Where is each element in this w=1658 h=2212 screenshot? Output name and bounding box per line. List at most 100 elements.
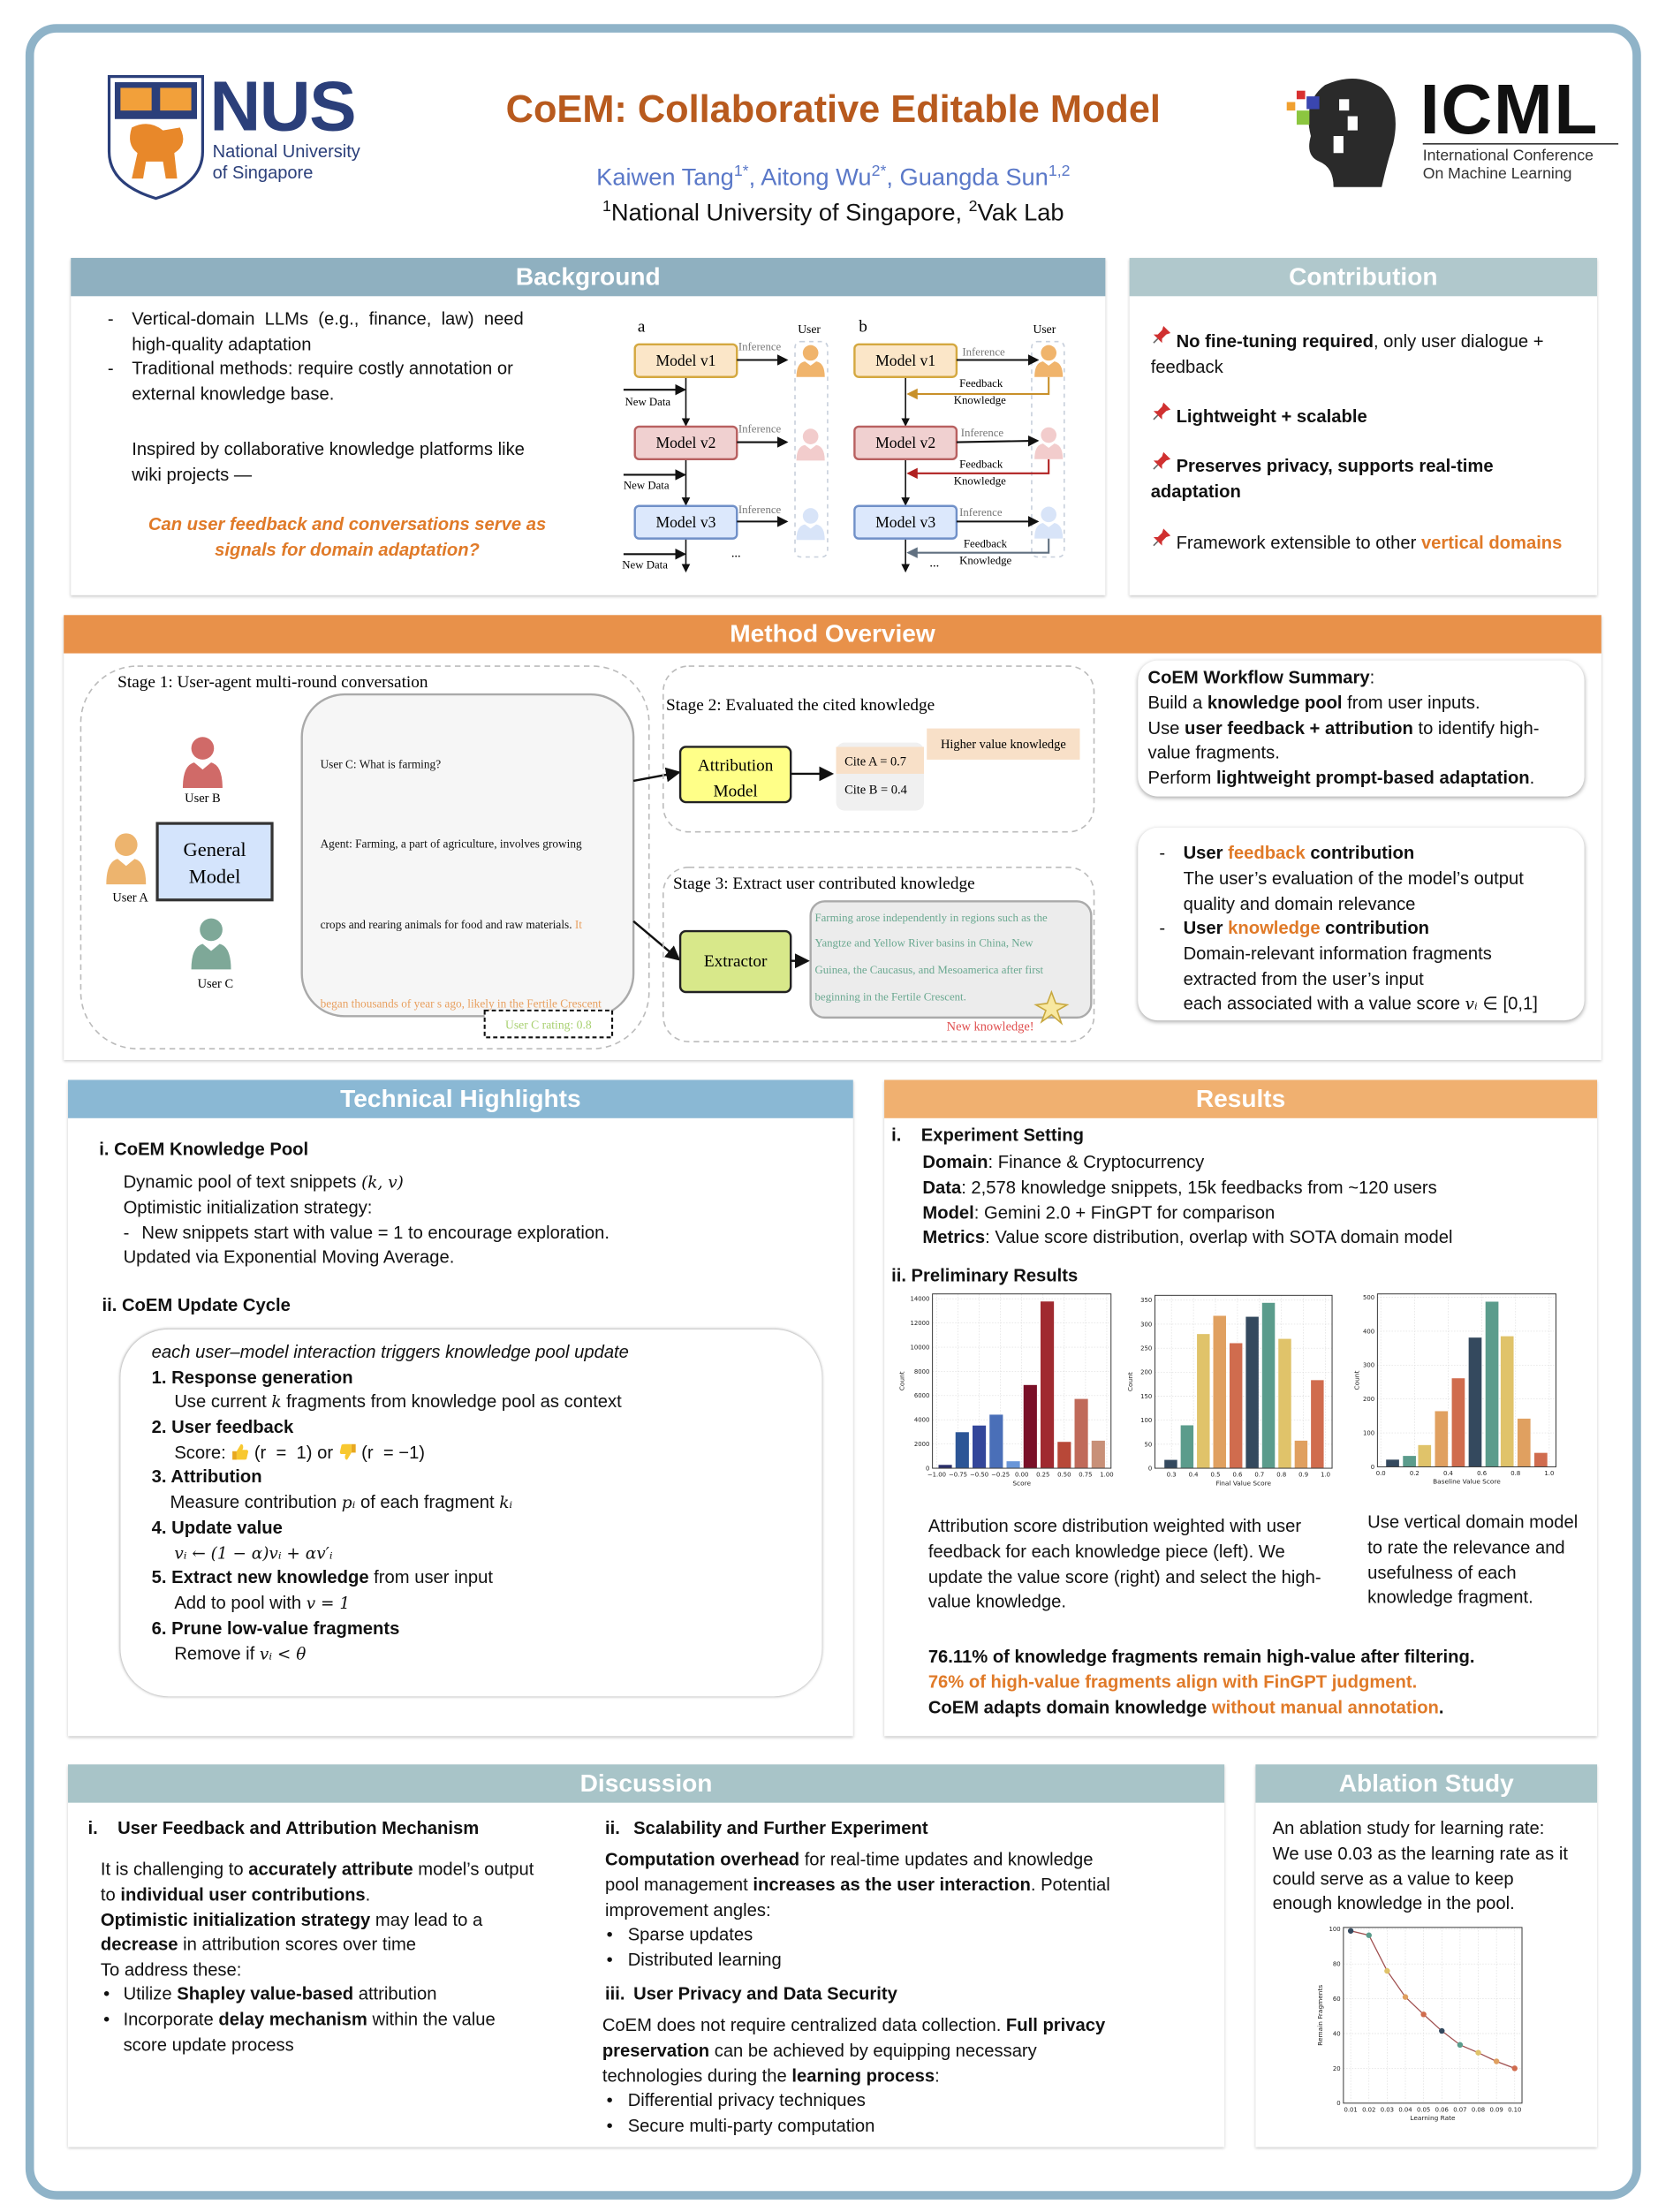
ablation-header: Ablation Study <box>1255 1764 1598 1803</box>
bullet-dot: • <box>606 1924 613 1945</box>
histogram-bar <box>1277 1337 1292 1469</box>
histogram-bar <box>988 1413 1004 1469</box>
pool-heading: i. CoEM Knowledge Pool <box>99 1139 309 1160</box>
star-icon <box>1033 989 1070 1026</box>
text-segment: User <box>1183 843 1229 864</box>
x-tick-label: 1.0 <box>1321 1472 1330 1479</box>
text-segment: (k, v) <box>361 1171 404 1193</box>
histogram-bar <box>1040 1300 1055 1469</box>
text-segment: Score: <box>174 1443 231 1463</box>
nus-logo-line2: of Singapore <box>212 163 314 183</box>
text-segment: delay mechanism <box>218 2009 367 2030</box>
extracted-knowledge-box <box>809 900 1093 1019</box>
knowledge-contribution: User knowledge contribution Domain-relev… <box>1184 917 1538 1018</box>
y-tick-label: 4000 <box>914 1417 930 1424</box>
y-tick-label: 200 <box>1363 1396 1374 1403</box>
chat-line: began thousands of year s ago, likely in… <box>321 992 602 1019</box>
plot-frame <box>1155 1294 1333 1469</box>
icml-logo-line2: On Machine Learning <box>1422 165 1572 183</box>
histogram-bar <box>1385 1458 1400 1467</box>
histogram-bar <box>1402 1455 1417 1467</box>
y-tick-label: 50 <box>1145 1441 1153 1448</box>
histogram-bar <box>1179 1424 1194 1469</box>
x-tick-label: 0.9 <box>1298 1472 1308 1479</box>
text-segment: 1,2 <box>1048 163 1071 180</box>
chat-line: User C: What is farming? <box>321 752 602 778</box>
histogram-bar <box>1434 1410 1449 1467</box>
model-v2-box: Model v2 <box>853 425 958 460</box>
text-segment: , Aitong Wu <box>748 163 872 192</box>
inference-label: Inference <box>962 346 1005 359</box>
background-dash-1: - <box>107 308 114 330</box>
text-segment: for real-time updates and knowledge pool… <box>605 1849 1094 1895</box>
contrib-dash: - <box>1159 843 1166 864</box>
text-segment: model’s output to <box>100 1859 534 1905</box>
rating-box <box>483 1009 614 1039</box>
histogram-bar <box>1073 1398 1089 1469</box>
text-segment: in attribution scores over time To addre… <box>100 1935 417 1981</box>
user-icon <box>1034 506 1064 539</box>
attribution-model-label: Model <box>713 783 757 801</box>
x-tick-label: 0.75 <box>1079 1472 1092 1479</box>
text-segment: Framework extensible to other <box>1176 533 1421 553</box>
feedback-arrow <box>906 376 1050 400</box>
histogram-bar <box>937 1464 953 1469</box>
step-title-bold: 5. Extract new knowledge <box>151 1567 369 1587</box>
pushpin-icon <box>1152 527 1171 554</box>
text-segment: . Potential improvement angles: <box>605 1875 1110 1920</box>
inference-label: Inference <box>738 422 782 435</box>
text-segment: accurately attribute <box>248 1859 413 1880</box>
user-b-label: User B <box>185 792 220 806</box>
extractor-box: Extractor <box>678 929 792 994</box>
background-inspired: Inspired by collaborative knowledge plat… <box>132 438 525 489</box>
histogram-bar <box>1517 1418 1532 1467</box>
text-segment: Incorporate <box>123 2009 219 2030</box>
text-segment: , Guangda Sun <box>886 163 1049 192</box>
text-segment: user feedback + attribution <box>1185 717 1413 739</box>
histogram-bar <box>1533 1452 1548 1467</box>
rating-label: User C rating: 0.8 <box>505 1019 592 1032</box>
text-segment: : Value score distribution, overlap with… <box>985 1227 1453 1248</box>
text-segment: attribution <box>353 1984 437 2004</box>
setting-number: i. <box>891 1125 902 1146</box>
background-dash-2: - <box>107 358 114 379</box>
x-tick-label: 0.08 <box>1472 2106 1485 2113</box>
caption-right: Use vertical domain model to rate the re… <box>1367 1511 1579 1608</box>
text-segment: Use current <box>174 1391 272 1412</box>
sec3-heading: User Privacy and Data Security <box>633 1984 897 2004</box>
pool-bullet: New snippets start with value = 1 to enc… <box>141 1223 609 1243</box>
data-point <box>1366 1932 1372 1938</box>
text-segment: crops and rearing animals for food and r… <box>320 918 575 931</box>
y-tick-label: 150 <box>1140 1393 1152 1400</box>
arrow-to-attribution <box>632 767 681 783</box>
diagram-user-label: User <box>1033 322 1056 336</box>
text-segment: Measure contribution <box>170 1492 342 1512</box>
stage1-box <box>79 665 650 1049</box>
histogram-bar <box>1261 1302 1276 1469</box>
user-icon <box>1034 427 1064 459</box>
ablation-text: An ablation study for learning rate: We … <box>1272 1818 1568 1914</box>
sec1-number: i. <box>87 1818 98 1838</box>
results-header: Results <box>884 1079 1598 1118</box>
user-icon <box>796 428 825 461</box>
sec3-bullet: Secure multi-party computation <box>627 2116 875 2136</box>
data-point <box>1493 2058 1500 2064</box>
pushpin-icon <box>1152 451 1171 477</box>
higher-value-label: Higher value knowledge <box>941 738 1066 752</box>
background-bullet-2: Traditional methods: require costly anno… <box>132 357 513 407</box>
contribution-header: Contribution <box>1129 257 1598 297</box>
model-v1-box: Model v1 <box>633 343 738 378</box>
stage3-title: Stage 3: Extract user contributed knowle… <box>673 875 975 893</box>
cycle-intro: each user–model interaction triggers kno… <box>151 1342 629 1362</box>
pool-dash: - <box>123 1223 130 1243</box>
plot-frame <box>932 1293 1112 1469</box>
y-tick-label: 8000 <box>914 1368 930 1375</box>
inference-arrow <box>956 435 1040 447</box>
text-segment: began thousands of year s ago, likely in… <box>320 997 602 1011</box>
x-tick-label: 0.7 <box>1254 1472 1264 1479</box>
inference-label: Inference <box>738 340 782 352</box>
text-segment: No fine-tuning required <box>1176 331 1374 352</box>
step-title: 2. User feedback <box>151 1417 294 1437</box>
